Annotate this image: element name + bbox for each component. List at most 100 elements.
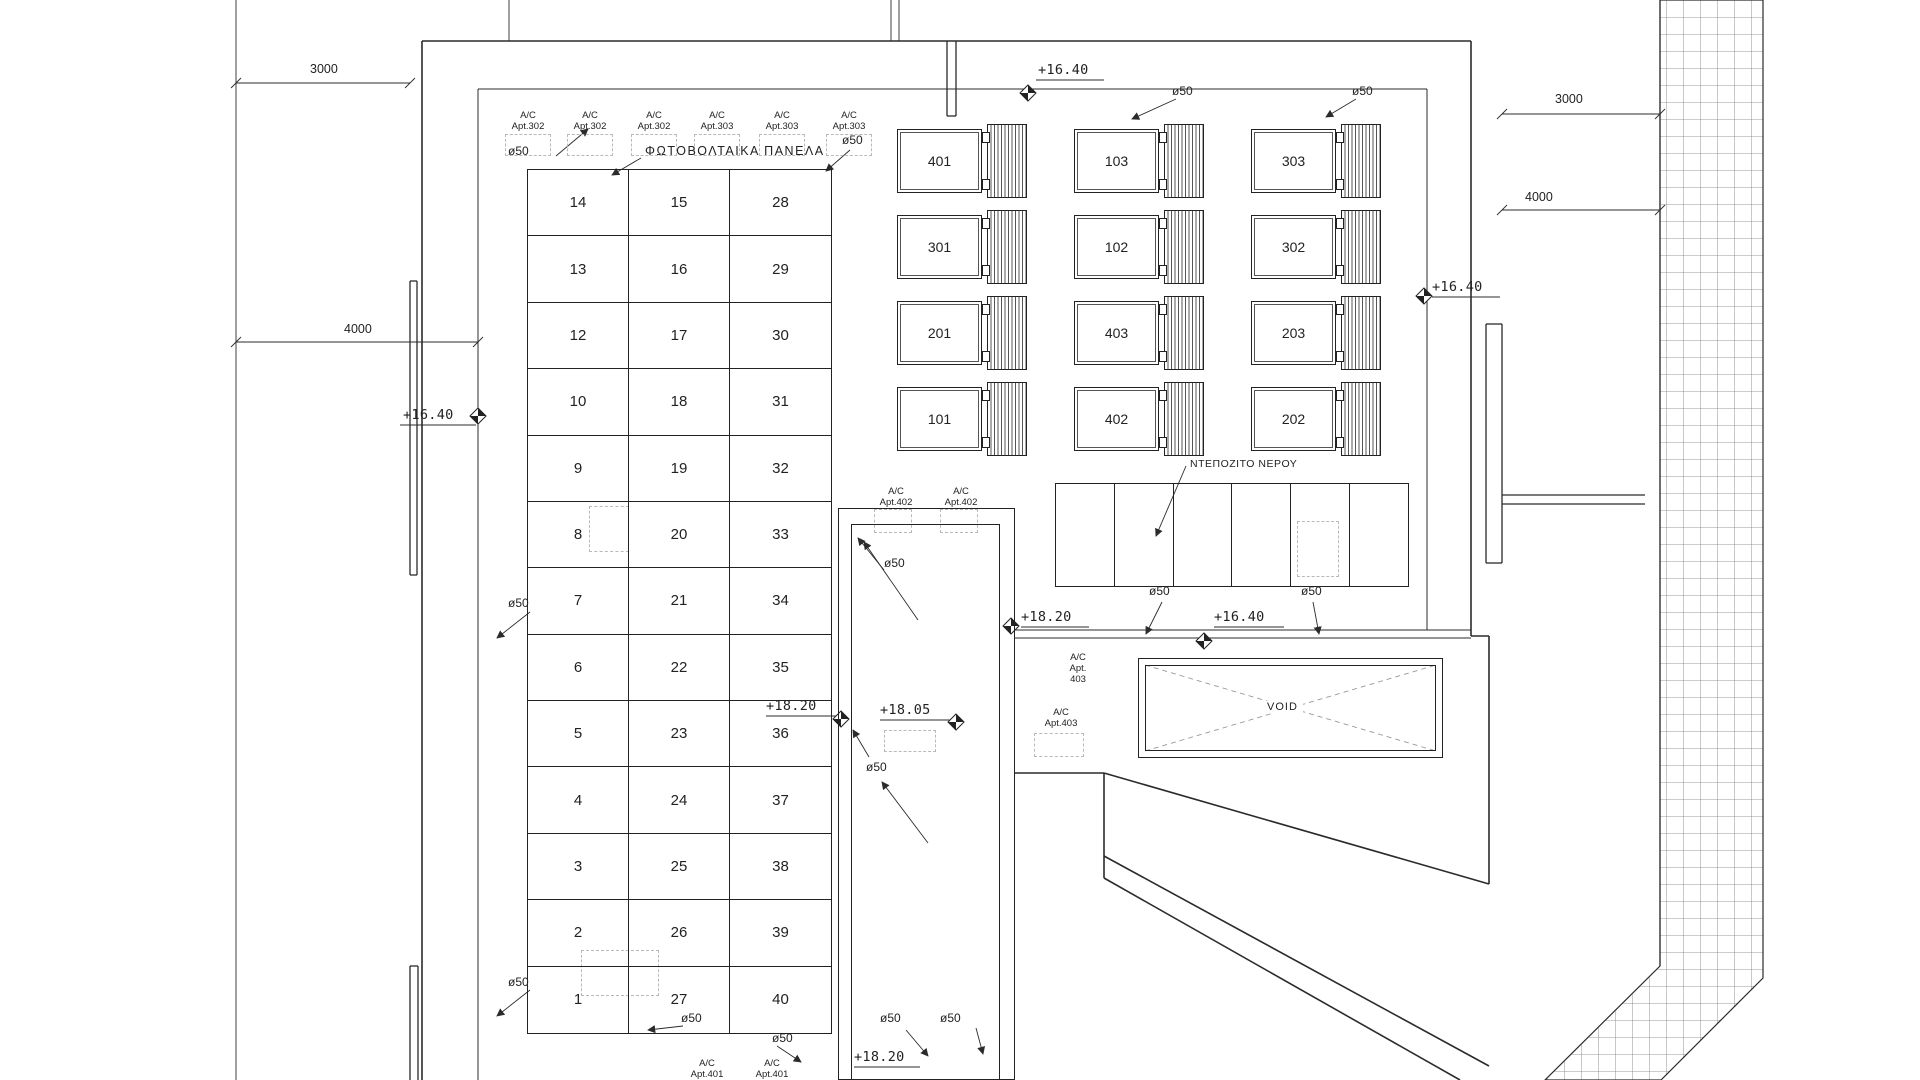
pv-panels-title: ΦΩΤΟΒΟΛΤΑΙΚΑ ΠΑΝΕΛΑ — [645, 144, 825, 158]
condenser-number: 201 — [927, 325, 952, 341]
ac-line1: A/C — [888, 486, 904, 497]
condenser-number: 302 — [1281, 239, 1306, 255]
pv-panel: 28 — [730, 170, 831, 237]
pv-panel: 37 — [730, 767, 831, 834]
condenser-fan-icon — [982, 210, 1027, 284]
pv-panel: 1 — [528, 966, 629, 1033]
condenser-body: 402 — [1074, 387, 1159, 451]
condenser-number: 402 — [1104, 411, 1129, 427]
dimension-label: 4000 — [1525, 190, 1553, 204]
water-tank-section — [1056, 484, 1115, 586]
ac-line1: A/C — [841, 110, 857, 121]
condenser-number: 103 — [1104, 153, 1129, 169]
ac-line1: A/C — [1070, 652, 1086, 663]
condenser-number: 403 — [1104, 325, 1129, 341]
condenser-unit: 401 — [897, 124, 1027, 198]
ac-ghost-outline — [940, 509, 978, 533]
dimension-lines — [230, 77, 1666, 348]
pv-panel: 26 — [629, 900, 730, 967]
pipe-diameter-label: ø50 — [1301, 584, 1322, 598]
leader-arrows — [496, 98, 1357, 1063]
pv-panel: 21 — [629, 568, 730, 635]
condenser-body: 302 — [1251, 215, 1336, 279]
pv-panel: 10 — [528, 369, 629, 436]
ac-ghost-outline — [581, 950, 659, 996]
site-lines — [235, 0, 900, 1080]
ac-line2: Apt.403 — [1044, 718, 1078, 729]
pv-panel: 12 — [528, 302, 629, 370]
condenser-unit: 103 — [1074, 124, 1204, 198]
ac-line1: A/C — [1053, 707, 1069, 718]
water-tank-section — [1232, 484, 1292, 586]
pv-panel: 31 — [730, 369, 831, 436]
condenser-unit: 402 — [1074, 382, 1204, 456]
water-tank-section — [1350, 484, 1408, 586]
condenser-fan-icon — [1159, 382, 1204, 456]
pipe-diameter-label: ø50 — [508, 596, 529, 610]
pv-panel: 20 — [629, 501, 730, 569]
ac-unit-label: A/C Apt.302 — [562, 110, 618, 132]
water-tank-bank — [1055, 483, 1409, 587]
ac-unit-label: A/C Apt.303 — [689, 110, 745, 132]
pv-panel: 36 — [730, 701, 831, 768]
pv-panel: 17 — [629, 302, 730, 370]
ac-unit-label: A/C Apt.302 — [626, 110, 682, 132]
ac-unit-label: A/C Apt.303 — [821, 110, 877, 132]
condenser-number: 101 — [927, 411, 952, 427]
ac-line2: Apt.302 — [637, 121, 671, 132]
level-underlines — [400, 79, 1500, 1068]
ac-line2: Apt.401 — [755, 1069, 789, 1080]
condenser-unit: 203 — [1251, 296, 1381, 370]
pipe-diameter-label: ø50 — [508, 144, 529, 158]
pv-panel: 14 — [528, 170, 629, 237]
condenser-number: 301 — [927, 239, 952, 255]
dimension-label: 3000 — [310, 62, 338, 76]
pv-panel: 33 — [730, 502, 831, 569]
level-label: +16.40 — [403, 407, 454, 423]
ac-line2: Apt. — [1069, 663, 1087, 674]
ac-line2: Apt.401 — [690, 1069, 724, 1080]
void-inner-frame — [1145, 665, 1436, 751]
pv-panel: 2 — [528, 900, 629, 967]
condenser-unit: 302 — [1251, 210, 1381, 284]
condenser-number: 303 — [1281, 153, 1306, 169]
pv-panel: 18 — [629, 369, 730, 436]
ac-line1: A/C — [764, 1058, 780, 1069]
ac-line2: Apt.302 — [573, 121, 607, 132]
pipe-diameter-label: ø50 — [1352, 84, 1373, 98]
condenser-fan-icon — [1336, 124, 1381, 198]
pv-panel: 30 — [730, 303, 831, 370]
condenser-body: 301 — [897, 215, 982, 279]
pv-panel: 7 — [528, 568, 629, 635]
condenser-fan-icon — [982, 124, 1027, 198]
water-tank-label: ΝΤΕΠΟΖΙΤΟ ΝΕΡΟΥ — [1190, 458, 1298, 470]
void-label: VOID — [1262, 701, 1303, 713]
ac-unit-label: A/C Apt.303 — [754, 110, 810, 132]
ac-unit-label: A/C Apt.401 — [679, 1058, 735, 1080]
tiled-parapet-band — [1544, 0, 1764, 1080]
level-label: +16.40 — [1432, 279, 1483, 295]
condenser-fan-icon — [1336, 210, 1381, 284]
condenser-body: 103 — [1074, 129, 1159, 193]
pv-panel: 16 — [629, 236, 730, 303]
void-diagonals — [1144, 664, 1437, 752]
pipe-diameter-label: ø50 — [940, 1011, 961, 1025]
pv-panel: 4 — [528, 767, 629, 834]
pipe-diameter-label: ø50 — [508, 975, 529, 989]
condenser-fan-icon — [1159, 296, 1204, 370]
ac-ghost-outline — [1297, 521, 1339, 577]
dimension-label: 3000 — [1555, 92, 1583, 106]
condenser-number: 102 — [1104, 239, 1129, 255]
ac-line2: Apt.302 — [511, 121, 545, 132]
pv-panel: 24 — [629, 767, 730, 834]
pv-panel: 23 — [629, 701, 730, 768]
ac-line2: Apt.303 — [832, 121, 866, 132]
pv-panel: 8 — [528, 501, 629, 569]
level-label: +18.20 — [1021, 609, 1072, 625]
ac-line1: A/C — [774, 110, 790, 121]
condenser-unit: 301 — [897, 210, 1027, 284]
pv-panel: 6 — [528, 634, 629, 702]
condenser-body: 101 — [897, 387, 982, 451]
condenser-unit: 202 — [1251, 382, 1381, 456]
